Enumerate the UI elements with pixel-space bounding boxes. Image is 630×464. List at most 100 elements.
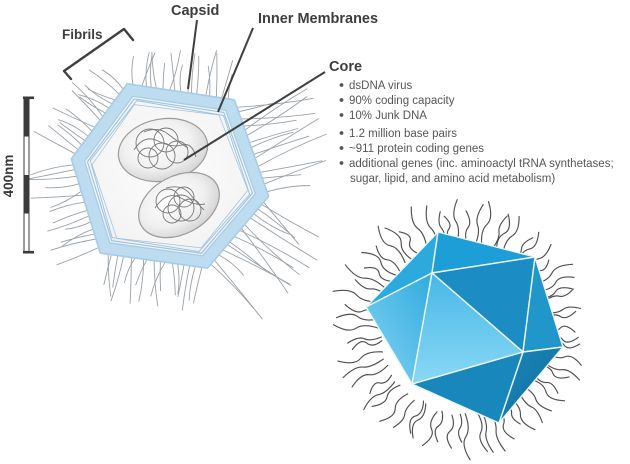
fibril	[246, 96, 308, 136]
fibril	[52, 209, 88, 224]
fibril	[257, 133, 327, 167]
scale-bar-segment-dark	[24, 175, 29, 214]
fibril	[207, 65, 211, 97]
fibril	[169, 50, 181, 91]
inner-membrane-line-2	[89, 100, 251, 253]
fibril	[253, 213, 290, 235]
capsid-leader-line	[187, 19, 198, 90]
inner-membrane-line-1	[86, 98, 254, 254]
dna-strand	[143, 129, 189, 149]
core-leader-line	[183, 71, 326, 161]
fibril	[335, 313, 380, 321]
fibril	[196, 55, 200, 95]
core-facts-list: dsDNA virus 90% coding capacity 10% Junk…	[339, 80, 614, 185]
fibril	[65, 221, 91, 230]
fibrils-bracket	[62, 27, 135, 81]
fibril	[262, 174, 302, 179]
fibril	[88, 69, 120, 95]
fibril	[250, 217, 318, 261]
fibril	[30, 164, 74, 176]
dna-loop	[155, 188, 181, 214]
fibril	[363, 266, 393, 282]
fibril	[141, 52, 156, 87]
fibril	[153, 260, 159, 307]
core-fact-coding-capacity: 90% coding capacity	[349, 95, 455, 107]
fibril	[457, 413, 463, 443]
fibril	[58, 119, 89, 137]
core-fact-additional-genes-cont: sugar, lipid, and amino acid metabolism)	[350, 173, 555, 185]
fibril	[342, 358, 384, 379]
dna-loop	[162, 204, 182, 224]
fibril	[476, 412, 488, 452]
fibril	[177, 265, 185, 297]
fibril	[377, 225, 406, 264]
fibril	[191, 53, 196, 94]
scale-bar-label: 400nm	[1, 155, 16, 198]
scale-bar: 400nm	[1, 96, 34, 254]
fibril	[542, 361, 581, 381]
fibril	[150, 262, 166, 297]
scale-bar-segment-dark	[24, 98, 29, 137]
fibril	[251, 131, 294, 148]
inner-membranes-label: Inner Membranes	[258, 11, 378, 27]
fibril	[474, 204, 484, 247]
scale-bar-bottom-cap	[23, 250, 34, 254]
fibril	[351, 364, 389, 388]
fibril	[103, 254, 112, 286]
fibril	[59, 122, 86, 141]
fibril	[502, 215, 520, 255]
fibril	[371, 384, 401, 407]
fibril	[57, 124, 83, 146]
fibril	[151, 51, 157, 89]
fibril	[261, 204, 319, 238]
fibril	[87, 88, 116, 101]
fibril	[463, 413, 471, 461]
fibril	[179, 64, 183, 92]
fibril	[241, 112, 316, 120]
fibril	[257, 208, 296, 239]
fibril	[361, 251, 398, 277]
bullet-dot	[339, 98, 344, 102]
fibril	[392, 399, 415, 428]
fibril	[49, 201, 85, 213]
fibril	[48, 125, 79, 151]
fibril	[518, 392, 543, 424]
fibril	[61, 228, 94, 247]
fibril	[254, 118, 319, 159]
capsid-outer-edge	[70, 82, 270, 269]
icosahedron	[365, 231, 564, 424]
dna-loop	[167, 194, 195, 222]
fibril	[138, 259, 145, 302]
ico-face-center	[411, 272, 524, 385]
fibril	[145, 52, 150, 87]
scale-bar-top-cap	[23, 96, 34, 100]
fibril	[249, 128, 299, 143]
fibril	[384, 227, 415, 262]
fibril	[244, 224, 300, 276]
fibril	[135, 259, 148, 286]
fibril	[50, 238, 97, 251]
capsid-label: Capsid	[171, 3, 219, 19]
fibril	[244, 88, 308, 131]
fibril	[332, 324, 380, 331]
fibril	[222, 249, 291, 285]
fibril	[363, 381, 396, 411]
bullet-dot	[339, 161, 344, 165]
fibril	[410, 206, 428, 250]
fibril	[528, 378, 566, 402]
dna-tangle-upper	[133, 127, 197, 170]
fibril	[30, 194, 83, 199]
fibril	[422, 411, 438, 447]
fibril	[411, 403, 427, 439]
fibril	[192, 267, 203, 304]
fibril	[124, 257, 136, 283]
fibril	[243, 119, 297, 127]
fibril	[177, 264, 180, 295]
bullet-dot	[339, 113, 344, 117]
fibril	[33, 131, 76, 155]
fibril	[238, 102, 274, 113]
fibril	[214, 259, 263, 320]
fibril	[266, 185, 311, 193]
fibril	[344, 264, 387, 290]
